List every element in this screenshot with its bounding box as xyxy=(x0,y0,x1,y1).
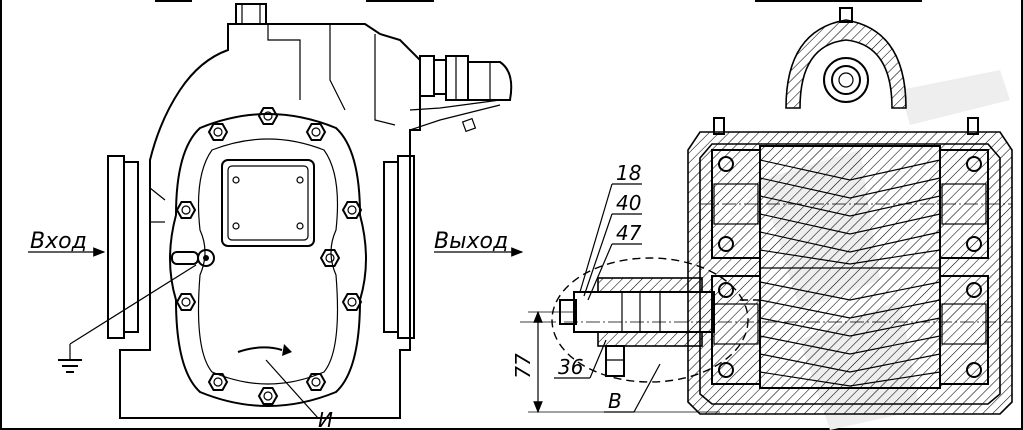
drain-callout-label: В xyxy=(608,389,622,413)
callout-label-mid: 40 xyxy=(616,191,641,215)
outlet-label: Выход xyxy=(434,229,508,254)
ground-icon xyxy=(58,359,82,373)
seal-callout-label: 36 xyxy=(558,355,583,379)
rotation-arrow-icon xyxy=(237,344,319,419)
cover-bolts xyxy=(175,107,363,405)
callout-leaders xyxy=(554,183,661,413)
dimension-label: 77 xyxy=(511,353,535,379)
ground-terminal xyxy=(69,249,215,360)
rotation-mark-label: И xyxy=(318,408,333,430)
right-view-section xyxy=(520,7,1013,415)
left-view-pump-body xyxy=(107,3,513,419)
inlet-label: Вход xyxy=(30,229,87,254)
callout-label-top: 18 xyxy=(616,161,641,185)
callout-label-bot: 47 xyxy=(616,221,642,245)
dimension-77 xyxy=(528,310,720,414)
